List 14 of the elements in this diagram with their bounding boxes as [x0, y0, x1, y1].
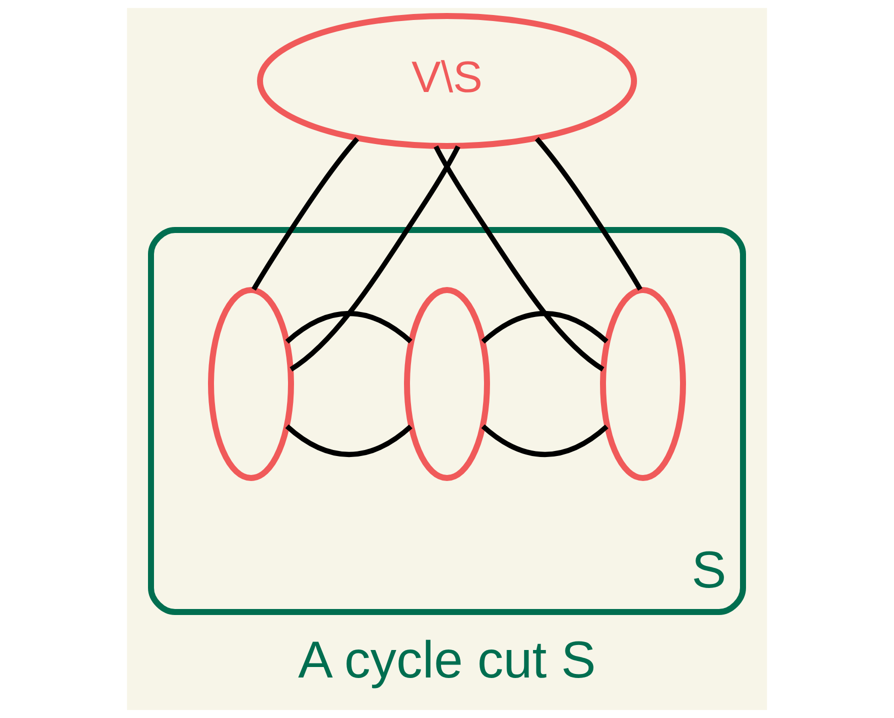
connector — [252, 137, 360, 291]
connector — [285, 424, 412, 457]
connector — [534, 137, 642, 291]
cluster: S — [148, 227, 746, 615]
connector — [481, 311, 608, 344]
node-ellipse — [404, 287, 490, 481]
node-ellipse — [208, 287, 294, 481]
connector — [285, 311, 412, 344]
node-ellipse: V\S — [257, 13, 637, 149]
connector — [481, 424, 608, 457]
connector — [290, 145, 460, 372]
connector — [434, 145, 604, 372]
caption: A cycle cut S — [298, 632, 596, 690]
node-ellipse — [600, 287, 686, 481]
